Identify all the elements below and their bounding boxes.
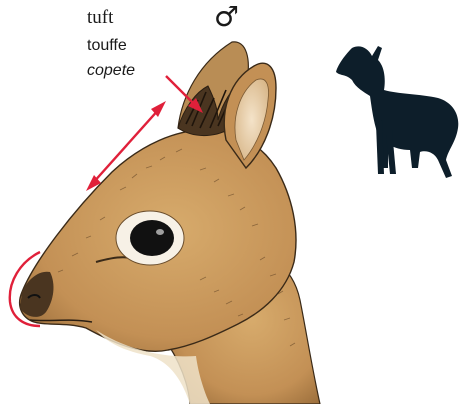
male-symbol: ♂: [214, 2, 239, 32]
tuft-label-spanish: copete: [87, 62, 135, 80]
dikdik-silhouette: [336, 46, 458, 178]
eye-highlight: [156, 229, 164, 235]
tuft-label-english: tuft: [87, 8, 113, 28]
eye: [130, 220, 174, 256]
tuft-label-french: touffe: [87, 37, 127, 55]
